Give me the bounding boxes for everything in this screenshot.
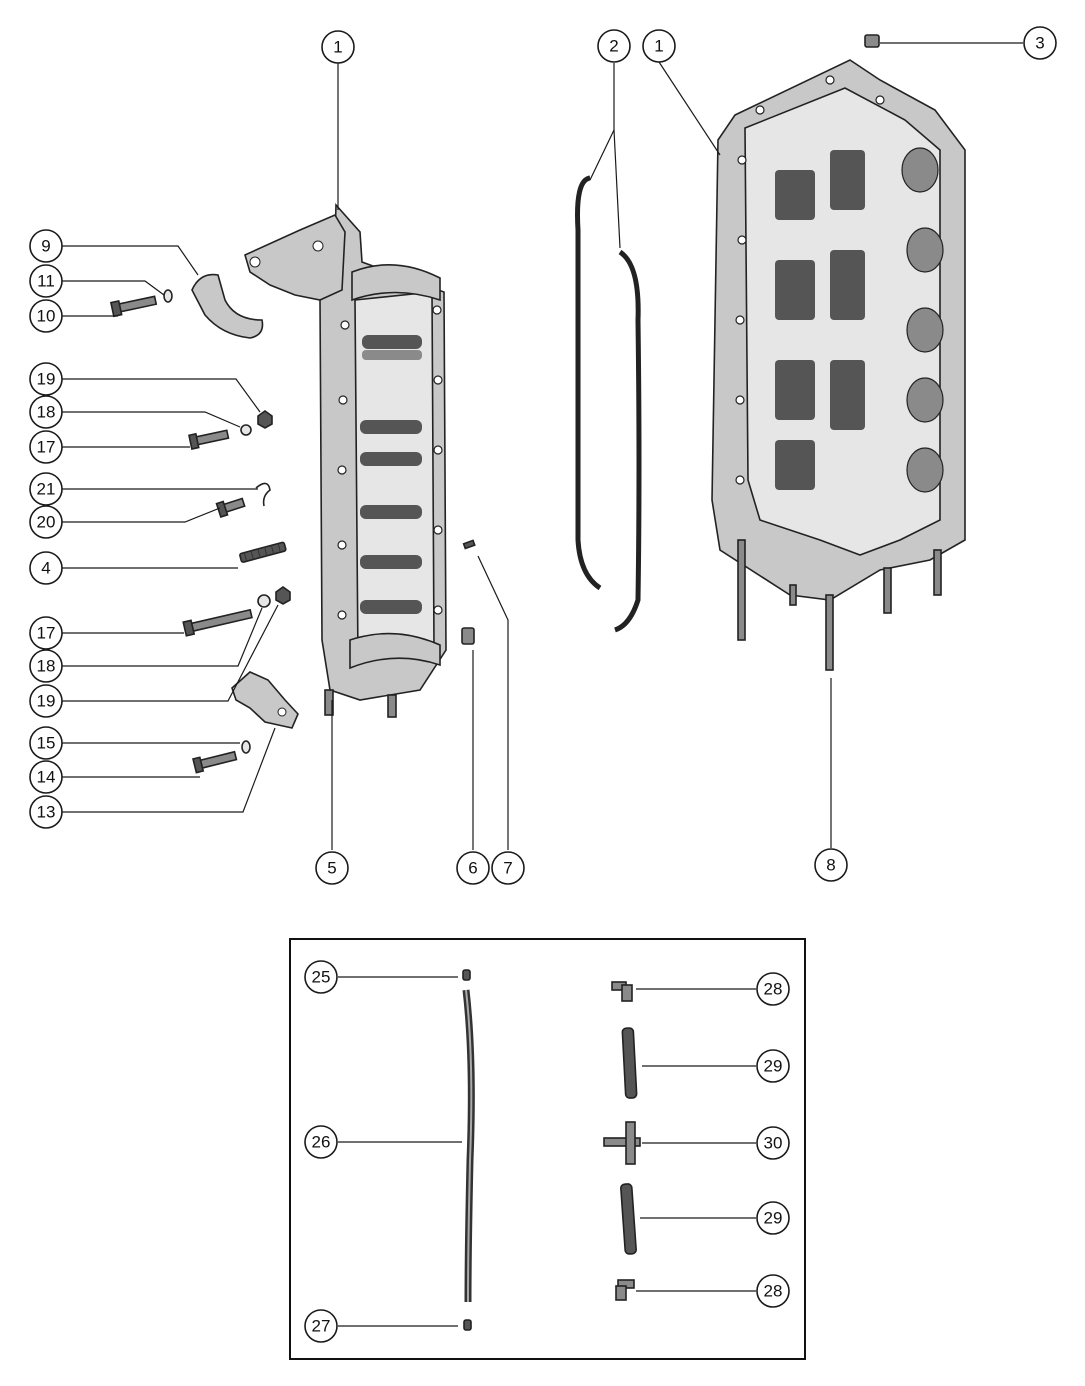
svg-text:10: 10 [37,307,56,326]
svg-text:27: 27 [312,1317,331,1336]
callout-20: 20 [29,505,63,539]
washer-part [241,740,251,754]
fitting-part [463,1319,472,1331]
side-seal-part [575,175,602,591]
callout-26: 26 [304,1125,338,1159]
svg-text:21: 21 [37,480,56,499]
callout-27: 27 [304,1309,338,1343]
svg-text:17: 17 [37,438,56,457]
callout-10: 10 [29,299,63,333]
svg-text:28: 28 [764,1282,783,1301]
svg-text:4: 4 [41,559,50,578]
callout-18: 18 [29,649,63,683]
svg-text:19: 19 [37,692,56,711]
dowel-part [461,627,475,645]
callout-1: 1 [642,29,676,63]
callout-29: 29 [756,1201,790,1235]
callout-25: 25 [304,960,338,994]
upper-mount-bracket [244,213,346,301]
callout-15: 15 [29,726,63,760]
inset-box [289,938,806,1360]
bolt-part [188,429,230,450]
callout-19: 19 [29,684,63,718]
svg-text:29: 29 [764,1057,783,1076]
callout-5: 5 [315,851,349,885]
svg-text:7: 7 [503,859,512,878]
bolt-part [192,750,238,774]
nut-part [257,410,273,429]
callout-17: 17 [29,616,63,650]
svg-text:2: 2 [609,37,618,56]
callout-9: 9 [29,229,63,263]
callout-29: 29 [756,1049,790,1083]
long-bolt-part [182,608,253,637]
plug-part [864,34,880,48]
callout-1: 1 [321,30,355,64]
nut-part [275,586,291,605]
svg-text:3: 3 [1035,34,1044,53]
svg-text:1: 1 [654,37,663,56]
short-hose-part [621,1027,638,1099]
lower-mount-bracket [231,671,299,729]
bolt-part [109,295,158,318]
bearing-cap-part [191,273,264,339]
callout-21: 21 [29,472,63,506]
callout-30: 30 [756,1126,790,1160]
svg-text:6: 6 [468,859,477,878]
svg-text:15: 15 [37,734,56,753]
svg-text:1: 1 [333,38,342,57]
screw-part [215,497,246,518]
washer-part [257,594,271,608]
callout-28: 28 [756,1274,790,1308]
elbow-fitting-part [611,981,633,1002]
cylinder-block-part [711,59,966,671]
crankcase-cover-part [319,202,447,718]
svg-text:18: 18 [37,403,56,422]
svg-text:14: 14 [37,768,56,787]
svg-text:20: 20 [37,513,56,532]
pin-part [462,539,476,550]
svg-text:30: 30 [764,1134,783,1153]
clip-part [255,482,271,507]
callout-7: 7 [491,851,525,885]
elbow-fitting-part [615,1279,635,1301]
fitting-part [462,969,471,981]
svg-text:26: 26 [312,1133,331,1152]
stud-part [239,541,287,563]
callout-8: 8 [814,848,848,882]
leader-lines [62,42,1023,1327]
svg-text:19: 19 [37,370,56,389]
callout-17: 17 [29,430,63,464]
callout-28: 28 [756,972,790,1006]
callout-3: 3 [1023,26,1057,60]
svg-text:28: 28 [764,980,783,999]
callout-13: 13 [29,795,63,829]
callout-19: 19 [29,362,63,396]
callout-6: 6 [456,851,490,885]
svg-text:11: 11 [37,272,55,291]
washer-part [163,289,173,303]
washer-part [240,424,252,436]
svg-text:13: 13 [37,803,56,822]
callout-14: 14 [29,760,63,794]
svg-text:5: 5 [327,859,336,878]
callout-2: 2 [597,29,631,63]
svg-text:29: 29 [764,1209,783,1228]
svg-text:18: 18 [37,657,56,676]
short-hose-part [620,1183,637,1255]
tee-fitting-part [603,1121,641,1165]
side-seal-part [614,249,642,633]
svg-text:25: 25 [312,968,331,987]
svg-text:17: 17 [37,624,56,643]
svg-text:8: 8 [826,856,835,875]
callout-18: 18 [29,395,63,429]
callout-4: 4 [29,551,63,585]
callout-11: 11 [29,264,63,298]
svg-text:9: 9 [41,237,50,256]
